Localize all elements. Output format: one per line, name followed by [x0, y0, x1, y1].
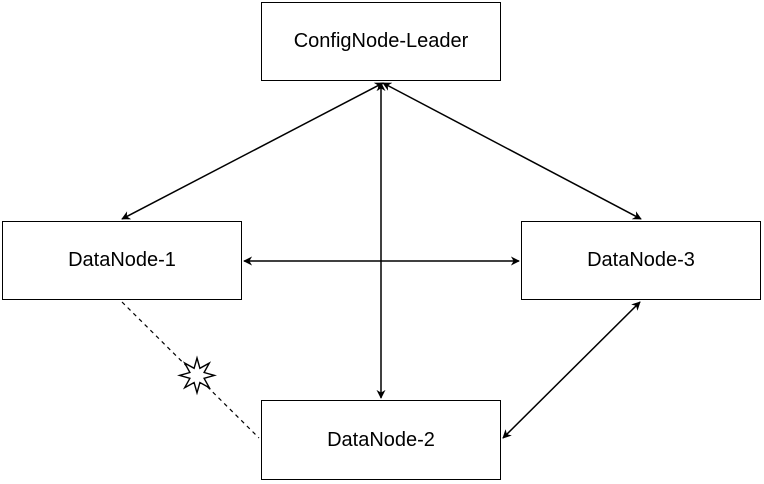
- node-confignode-leader[interactable]: ConfigNode-Leader: [261, 2, 501, 81]
- node-datanode-2[interactable]: DataNode-2: [261, 400, 501, 480]
- edge-leader-datanode1: [121, 82, 384, 220]
- node-datanode-3-label: DataNode-3: [587, 249, 695, 271]
- broken-link-starburst-icon: [177, 355, 217, 396]
- node-datanode-1-label: DataNode-1: [68, 249, 176, 271]
- edge-leader-datanode3: [382, 82, 642, 220]
- node-datanode-3[interactable]: DataNode-3: [521, 221, 761, 300]
- node-datanode-1[interactable]: DataNode-1: [2, 221, 242, 300]
- node-datanode-2-label: DataNode-2: [327, 428, 435, 451]
- edge-datanode3-datanode2: [502, 301, 641, 439]
- node-confignode-leader-label: ConfigNode-Leader: [293, 30, 469, 52]
